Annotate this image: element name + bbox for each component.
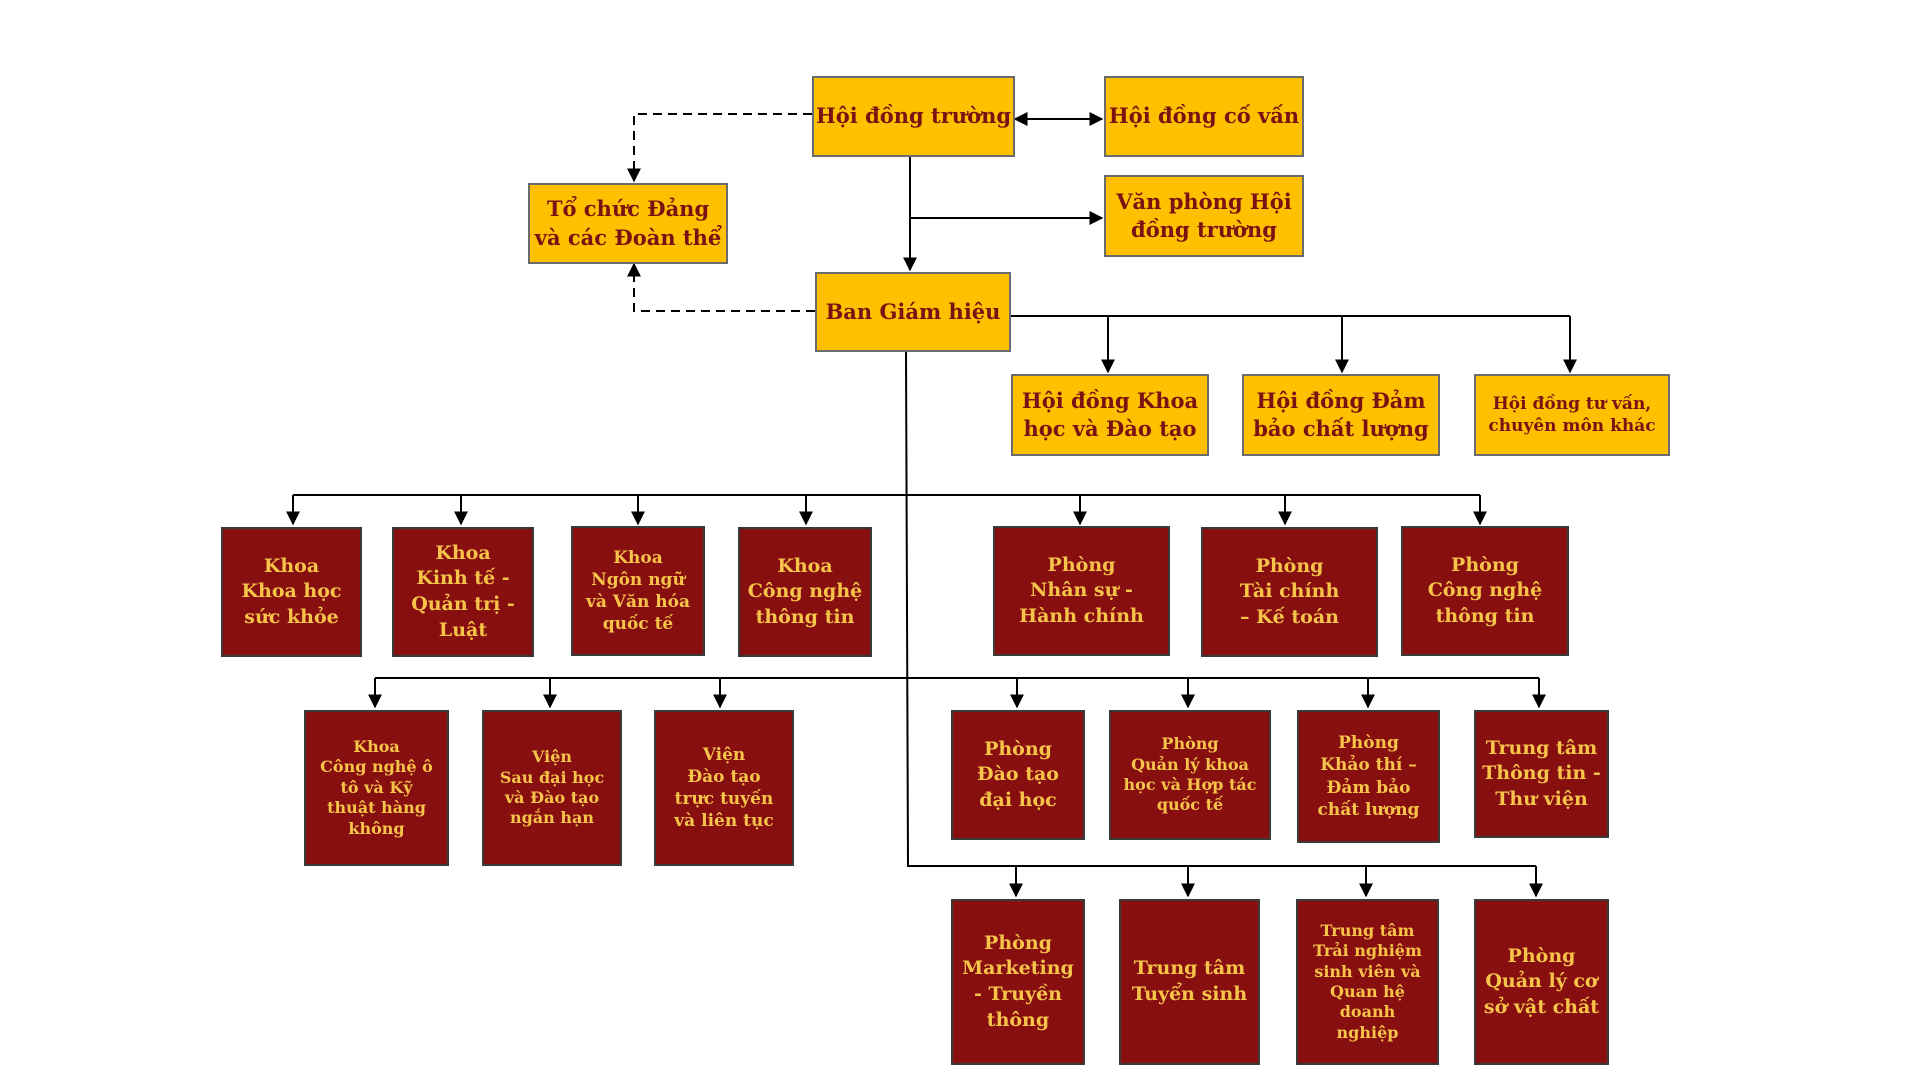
box-tt-trai-nghiem: Trung tâm Trải nghiệm sinh viên và Quan … (1296, 899, 1439, 1065)
box-phong-khao-thi: Phòng Khảo thí – Đảm bảo chất lượng (1297, 710, 1440, 843)
box-phong-nhan-su: Phòng Nhân sự - Hành chính (993, 526, 1170, 656)
box-hoi-dong-co-van: Hội đồng cố vấn (1104, 76, 1304, 157)
box-phong-quan-ly-khoa-hoc: Phòng Quản lý khoa học và Hợp tác quốc t… (1109, 710, 1271, 840)
main-trunk (905, 351, 1536, 867)
box-hoi-dong-truong: Hội đồng trường (812, 76, 1015, 157)
box-khoa-cntt: Khoa Công nghệ thông tin (738, 527, 872, 657)
box-to-chuc-dang: Tổ chức Đảng và các Đoàn thể (528, 183, 728, 264)
link-dang-top (627, 113, 812, 183)
box-khoa-kinh-te: Khoa Kinh tế - Quản trị - Luật (392, 527, 534, 657)
box-phong-co-so-vat-chat: Phòng Quản lý cơ sở vật chất (1474, 899, 1609, 1065)
link-dang-bottom (627, 262, 815, 312)
box-hd-tu-van: Hội đồng tư vấn, chuyên môn khác (1474, 374, 1670, 456)
box-vien-dao-tao-truc-tuyen: Viện Đào tạo trực tuyến và liên tục (654, 710, 794, 866)
box-khoa-o-to: Khoa Công nghệ ô tô và Kỹ thuật hàng khô… (304, 710, 449, 866)
box-hd-dam-bao-cl: Hội đồng Đảm bảo chất lượng (1242, 374, 1440, 456)
box-khoa-suc-khoe: Khoa Khoa học sức khỏe (221, 527, 362, 657)
box-phong-tai-chinh: Phòng Tài chính – Kế toán (1201, 527, 1378, 657)
box-tt-tuyen-sinh: Trung tâm Tuyển sinh (1119, 899, 1260, 1065)
box-khoa-ngon-ngu: Khoa Ngôn ngữ và Văn hóa quốc tế (571, 526, 705, 656)
box-phong-dao-tao: Phòng Đào tạo đại học (951, 710, 1085, 840)
box-vien-sau-dai-hoc: Viện Sau đại học và Đào tạo ngắn hạn (482, 710, 622, 866)
box-tt-thong-tin-thu-vien: Trung tâm Thông tin - Thư viện (1474, 710, 1609, 838)
box-ban-giam-hieu: Ban Giám hiệu (815, 272, 1011, 352)
box-phong-marketing: Phòng Marketing - Truyền thông (951, 899, 1085, 1065)
box-van-phong-hdt: Văn phòng Hội đồng trường (1104, 175, 1304, 257)
box-phong-cntt: Phòng Công nghệ thông tin (1401, 526, 1569, 656)
box-hd-khoa-hoc: Hội đồng Khoa học và Đào tạo (1011, 374, 1209, 456)
